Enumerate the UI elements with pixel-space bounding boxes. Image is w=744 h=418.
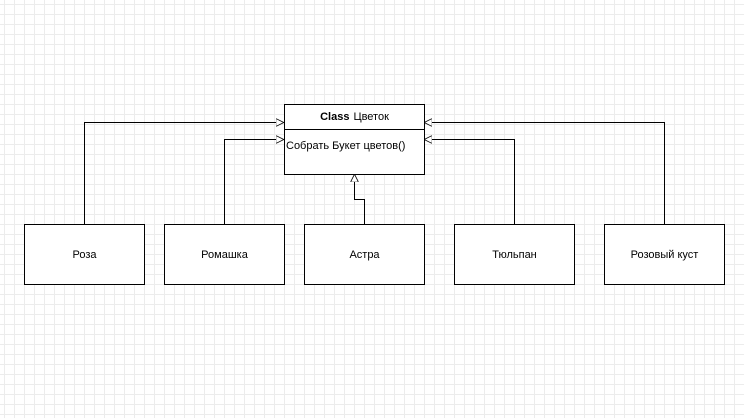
class-keyword: Class — [320, 111, 350, 123]
edge-astra — [355, 175, 365, 224]
edge-roza — [84, 123, 284, 224]
edge-tyulpan — [425, 140, 515, 224]
class-header: Class Цветок — [285, 105, 424, 130]
class-roza[interactable]: Роза — [24, 224, 145, 285]
class-astra[interactable]: Астра — [304, 224, 425, 285]
class-tyulpan[interactable]: Тюльпан — [454, 224, 575, 285]
edge-romashka — [224, 140, 284, 224]
class-rozovy-kust[interactable]: Розовый куст — [604, 224, 725, 285]
class-tsvetok[interactable]: Class Цветок Собрать Букет цветов() — [284, 104, 425, 175]
class-name: Цветок — [353, 111, 389, 123]
class-method: Собрать Букет цветов() — [286, 140, 406, 152]
edge-rozovy-kust — [425, 123, 665, 224]
class-romashka[interactable]: Ромашка — [164, 224, 285, 285]
